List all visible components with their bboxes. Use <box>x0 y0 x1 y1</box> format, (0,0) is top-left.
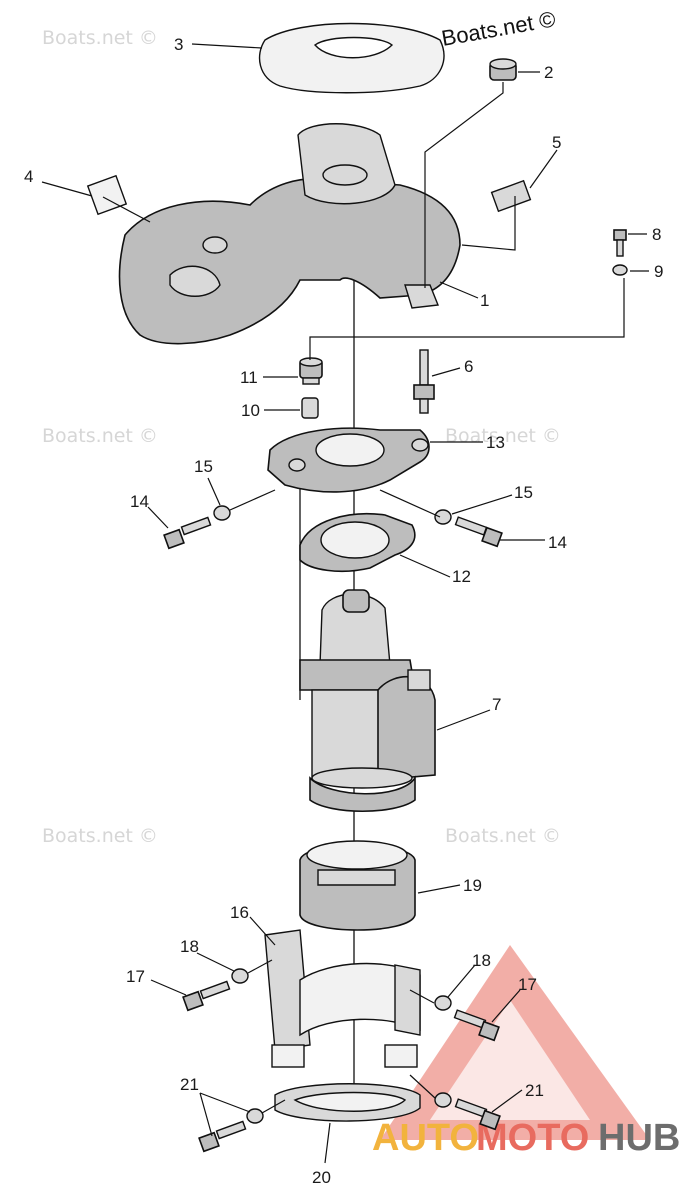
callout-21-left: 21 <box>180 1075 199 1094</box>
callout-17-right: 17 <box>518 975 537 994</box>
callout-14-right: 14 <box>548 533 567 552</box>
callout-6: 6 <box>464 357 473 376</box>
logo-hub-text: HUB <box>598 1117 680 1159</box>
callout-10: 10 <box>241 401 260 420</box>
callout-12: 12 <box>452 567 471 586</box>
callout-15-left: 15 <box>194 457 213 476</box>
part-21-washer-right <box>434 1092 452 1108</box>
part-17-bolt-right <box>453 1009 500 1042</box>
part-5-label <box>490 179 532 213</box>
logo: AUTO MOTO HUB <box>372 945 680 1159</box>
callout-2: 2 <box>544 63 553 82</box>
callout-1: 1 <box>480 291 489 310</box>
watermark-5: Boats.net © <box>445 825 561 847</box>
part-11-collar <box>299 357 323 385</box>
part-6-terminal <box>413 349 435 414</box>
part-2-grommet <box>489 58 517 81</box>
part-12-gasket <box>299 512 416 573</box>
part-18-washer-right <box>434 995 452 1011</box>
part-10-sleeve <box>301 397 319 419</box>
part-20-label-right <box>384 1044 418 1068</box>
part-16-band-upper <box>264 929 421 1051</box>
callout-18-right: 18 <box>472 951 491 970</box>
part-15-washer-right <box>434 509 452 525</box>
callout-8: 8 <box>652 225 661 244</box>
watermark-top-right: Boats.net © <box>440 6 558 51</box>
part-21-washer-left <box>246 1108 264 1124</box>
part-3-seal <box>258 22 445 94</box>
callout-16: 16 <box>230 903 249 922</box>
callout-4: 4 <box>24 167 33 186</box>
callout-9: 9 <box>654 262 663 281</box>
part-7-starter-motor <box>299 589 436 812</box>
part-1-cover <box>118 123 461 345</box>
part-9-washer <box>612 264 628 276</box>
callout-17-left: 17 <box>126 967 145 986</box>
part-21-bolt-right <box>454 1098 501 1131</box>
callout-19: 19 <box>463 876 482 895</box>
callout-11: 11 <box>240 368 258 387</box>
leader-lines <box>41 43 649 1164</box>
callout-13: 13 <box>486 433 505 452</box>
callout-15-right: 15 <box>514 483 533 502</box>
connector-lines <box>102 82 625 1114</box>
part-14-bolt-left <box>163 516 212 550</box>
part-15-washer-left <box>213 505 231 521</box>
part-20-band-lower <box>271 1044 421 1122</box>
logo-auto-text: AUTO <box>372 1117 479 1159</box>
watermark-4: Boats.net © <box>42 825 158 847</box>
logo-triangle-inner <box>430 1000 590 1120</box>
part-8-bolt <box>613 229 627 257</box>
callout-21-right: 21 <box>525 1081 544 1100</box>
part-4-label <box>86 174 128 216</box>
callout-numbers: 3 2 4 5 1 8 9 6 11 10 13 15 15 14 14 12 … <box>24 35 663 1187</box>
callout-18-left: 18 <box>180 937 199 956</box>
callout-20: 20 <box>312 1168 331 1187</box>
watermark-2: Boats.net © <box>42 425 158 447</box>
part-17-bolt-left <box>182 980 231 1012</box>
callout-3: 3 <box>174 35 183 54</box>
callout-5: 5 <box>552 133 561 152</box>
callout-7: 7 <box>492 695 501 714</box>
part-20-label-left <box>271 1044 305 1068</box>
part-18-washer-left <box>231 968 249 984</box>
part-19-rubber-ring <box>299 840 416 931</box>
part-21-bolt-left <box>198 1120 247 1153</box>
watermark-1: Boats.net © <box>42 27 158 49</box>
callout-14-left: 14 <box>130 492 149 511</box>
part-13-bracket <box>267 427 430 493</box>
part-14-bolt-right <box>454 516 503 548</box>
